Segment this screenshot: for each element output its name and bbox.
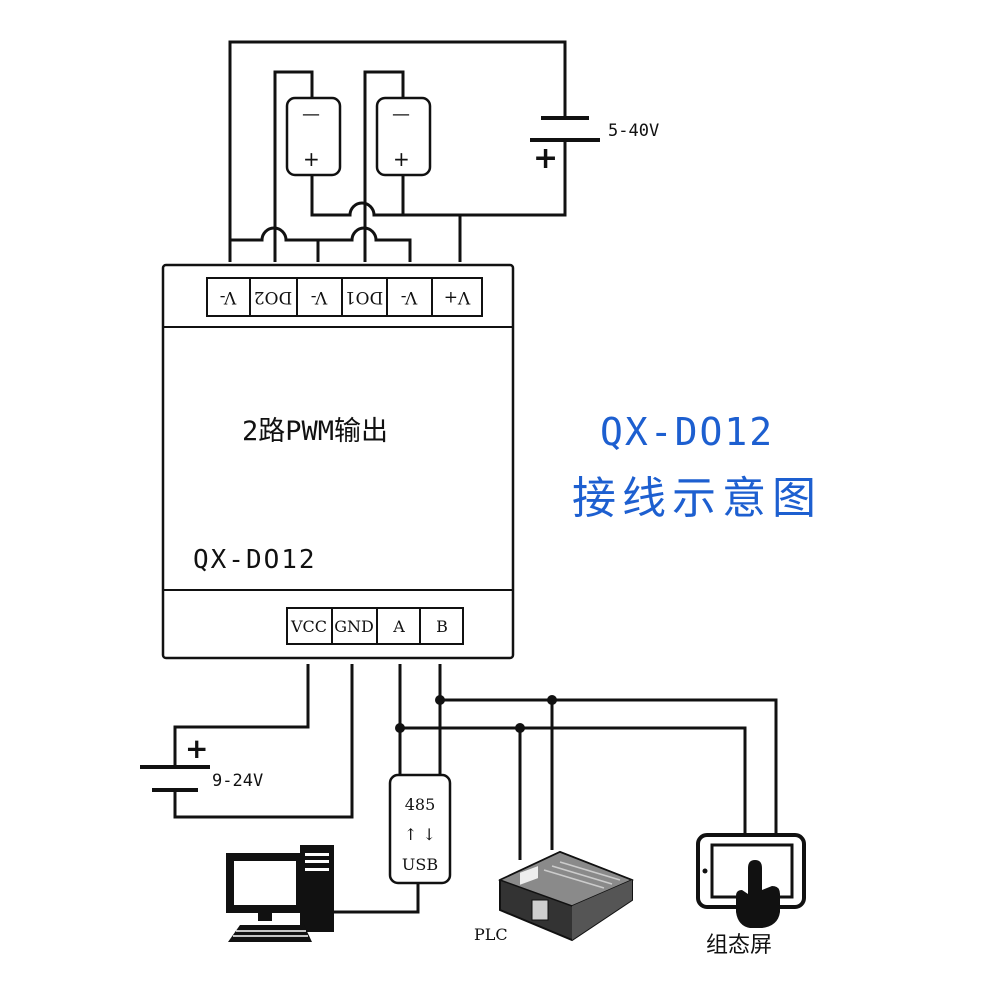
terminal-do1: DO1 xyxy=(345,287,383,307)
terminal-v-minus-3: V- xyxy=(401,287,418,307)
battery2-plus-sign: + xyxy=(185,732,208,765)
load-1-minus: — xyxy=(302,104,320,125)
battery-load-supply: + 5-40V xyxy=(530,116,659,176)
junction-dots xyxy=(395,695,557,733)
hmi-label: 组态屏 xyxy=(706,933,772,958)
battery-voltage-label: 5-40V xyxy=(608,121,659,141)
load-2: — + xyxy=(375,96,432,177)
converter-bottom-label: USB xyxy=(402,855,438,874)
top-terminal-block: V- DO2 V- DO1 V- V+ xyxy=(206,277,483,317)
load-2-minus: — xyxy=(392,104,410,125)
bottom-terminal-block: VCC GND A B xyxy=(286,607,464,645)
device-module: 2路PWM输出 QX-DO12 xyxy=(161,263,515,660)
terminal-gnd: GND xyxy=(334,617,374,636)
desktop-computer-icon xyxy=(226,845,334,942)
terminal-v-minus-2: V- xyxy=(311,287,328,307)
tablet-touch-icon xyxy=(696,833,806,928)
device-model-label: QX-DO12 xyxy=(193,545,317,575)
terminal-do2: DO2 xyxy=(254,287,292,307)
diagram-model-title: QX-DO12 xyxy=(600,410,774,454)
plc-module-icon xyxy=(498,850,634,942)
terminal-vcc: VCC xyxy=(290,617,327,636)
converter-arrows: ↑ ↓ xyxy=(404,825,436,844)
top-wiring xyxy=(228,40,567,262)
plc-label: PLC xyxy=(474,925,508,944)
terminal-v-minus-1: V- xyxy=(220,287,237,307)
converter-top-label: 485 xyxy=(405,795,436,814)
load-1-plus: + xyxy=(303,147,320,171)
battery-device-supply: + 9-24V xyxy=(140,732,263,792)
rs485-usb-converter: 485 ↑ ↓ USB xyxy=(388,773,452,885)
battery2-voltage-label: 9-24V xyxy=(212,771,263,791)
load-1: — + xyxy=(285,96,342,177)
diagram-subtitle: 接线示意图 xyxy=(572,473,822,524)
terminal-b: B xyxy=(436,617,448,636)
battery-plus-sign: + xyxy=(533,141,558,176)
device-title: 2路PWM输出 xyxy=(242,416,388,447)
load-2-plus: + xyxy=(393,147,410,171)
terminal-v-plus: V+ xyxy=(444,287,472,307)
terminal-a: A xyxy=(392,617,405,636)
